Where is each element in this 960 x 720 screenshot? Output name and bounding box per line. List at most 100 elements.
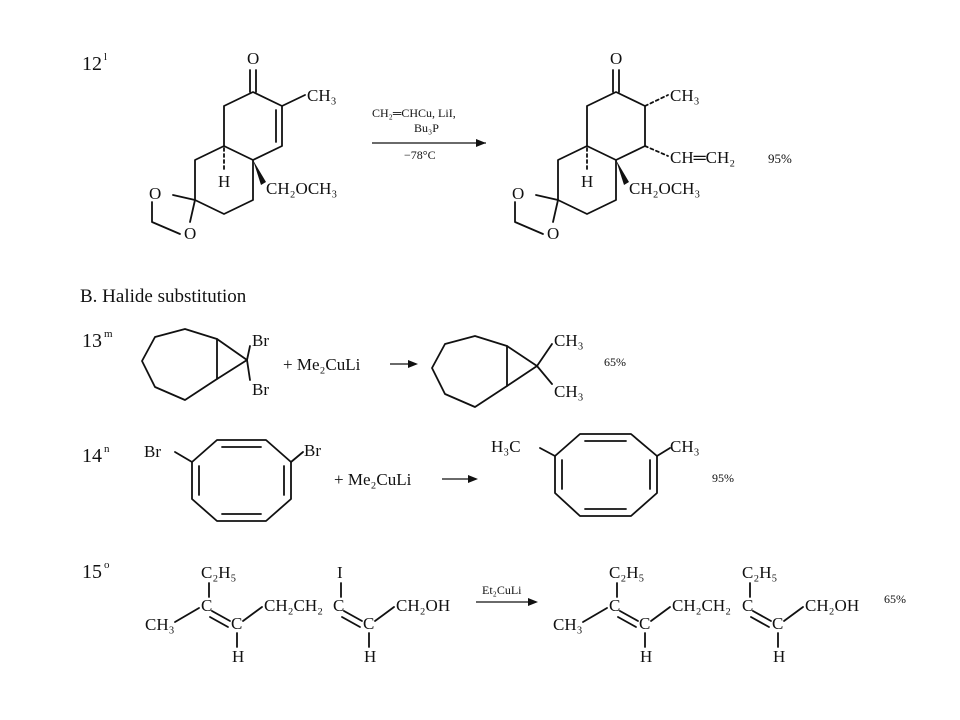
entry-14-reference: n — [104, 443, 110, 455]
acetal-ring — [194, 145, 254, 215]
chain-label: CH₂CH₂ — [672, 596, 731, 615]
entry-15-starting-material: C₂H₅ C CH₃ C H CH₂CH₂ C I C H CH₂OH — [145, 563, 450, 666]
bond — [281, 94, 306, 107]
acetal-oxygen-1-label: O — [512, 184, 524, 203]
entry-15-number: 15 — [82, 561, 102, 583]
methyl-right-label: CH₃ — [670, 437, 700, 456]
entry-12-number: 12 — [82, 53, 102, 75]
double-bond — [211, 610, 231, 622]
enone-ring — [223, 91, 283, 161]
cyclopropane-ring — [506, 345, 538, 387]
reagent-line-3: −78°C — [404, 148, 436, 162]
bond — [582, 607, 608, 623]
bond — [650, 606, 671, 622]
entry-13-reference: m — [104, 328, 113, 340]
entry-13: 13 m Br Br + Me₂CuLi CH₃ CH₃ 65% — [82, 328, 626, 408]
cyclohexane-ring — [141, 328, 218, 401]
ethyl-label: C₂H₅ — [609, 563, 645, 582]
entry-13-reagent: + Me₂CuLi — [283, 355, 361, 374]
bond — [172, 194, 196, 201]
ring-fusion-h-label: H — [218, 172, 230, 191]
ketone-oxygen-label: O — [247, 49, 259, 68]
methyl-label: CH₃ — [553, 615, 583, 634]
entry-13-starting-material: Br Br — [141, 328, 269, 401]
bond — [535, 194, 559, 201]
cyclohexane-ring — [431, 335, 508, 408]
cyclohexanone-ring — [586, 91, 646, 161]
entry-15-product: C₂H₅ C CH₃ C H CH₂CH₂ C₂H₅ C C H CH₂OH — [553, 563, 859, 666]
methyl-label: CH₃ — [307, 86, 337, 105]
carbon-label: C — [363, 614, 374, 633]
methyl-2-label: CH₃ — [554, 382, 584, 401]
reagent-line-1: CH₂═CHCu, LiI, — [372, 106, 456, 120]
methoxymethyl-label: CH₂OCH₃ — [266, 179, 337, 198]
entry-14-reagent: + Me₂CuLi — [334, 470, 412, 489]
entry-15: 15 o C₂H₅ C CH₃ C H CH₂CH₂ C I C H CH₂OH — [82, 559, 906, 666]
arrowhead — [408, 360, 418, 368]
carbon-label: C — [639, 614, 650, 633]
entry-15-reagent: Et₂CuLi — [482, 583, 522, 597]
arrowhead — [476, 139, 486, 147]
double-bond — [750, 616, 770, 628]
chain-label: CH₂CH₂ — [264, 596, 323, 615]
entry-13-product: CH₃ CH₃ — [431, 331, 584, 408]
hydroxymethyl-label: CH₂OH — [805, 596, 859, 615]
wedge-bond — [253, 160, 266, 185]
bond — [246, 359, 251, 381]
cyclooctatetraene-ring — [554, 433, 658, 517]
bond — [174, 607, 200, 623]
bond — [374, 606, 395, 622]
ethyl-label: C₂H₅ — [742, 563, 778, 582]
hashed-bond — [644, 145, 669, 157]
entry-13-number: 13 — [82, 330, 102, 352]
bond — [189, 199, 196, 223]
double-bond — [617, 616, 637, 628]
arrowhead — [528, 598, 538, 606]
entry-12-starting-material: O CH₃ H CH₂OCH₃ O O — [149, 49, 337, 243]
entry-12-reference: l — [104, 51, 107, 63]
entry-14-starting-material: Br Br — [144, 439, 321, 522]
bromine-2-label: Br — [252, 380, 269, 399]
carbon-label: C — [333, 596, 344, 615]
double-bond — [343, 610, 363, 622]
hashed-bond — [644, 94, 669, 107]
cyclopropane-ring — [216, 338, 248, 380]
acetal-oxygen-2-label: O — [547, 224, 559, 243]
methyl-label: CH₃ — [145, 615, 175, 634]
entry-14-number: 14 — [82, 445, 102, 467]
entry-12-product: O CH₃ CH═CH₂ H CH₂OCH₃ O O — [512, 49, 735, 243]
cyclooctatetraene-ring — [191, 439, 292, 522]
iodine-label: I — [337, 563, 343, 582]
vinyl-label: CH═CH₂ — [670, 148, 735, 167]
entry-14: 14 n Br Br + Me₂CuLi H₃C CH₃ 95% — [82, 433, 734, 522]
entry-14-product: H₃C CH₃ — [491, 433, 700, 517]
acetal-oxygen-2-label: O — [184, 224, 196, 243]
double-bond — [619, 610, 639, 622]
ketone-oxygen-label: O — [610, 49, 622, 68]
double-bond — [752, 610, 772, 622]
acetal-oxygen-1-label: O — [149, 184, 161, 203]
carbon-label: C — [609, 596, 620, 615]
bromine-left-label: Br — [144, 442, 161, 461]
bond — [242, 606, 263, 622]
double-bond — [341, 616, 361, 628]
bromine-right-label: Br — [304, 441, 321, 460]
entry-15-yield: 65% — [884, 592, 906, 606]
carbon-label: C — [742, 596, 753, 615]
methoxymethyl-label: CH₂OCH₃ — [629, 179, 700, 198]
hydrogen-label: H — [640, 647, 652, 666]
entry-12-conditions: CH₂═CHCu, LiI, Bu₃P −78°C — [372, 106, 486, 162]
bond — [536, 343, 553, 367]
arrowhead — [468, 475, 478, 483]
bromine-1-label: Br — [252, 331, 269, 350]
wedge-bond — [616, 160, 629, 185]
hydrogen-label: H — [364, 647, 376, 666]
hydrogen-label: H — [773, 647, 785, 666]
ethylene-bridge — [514, 201, 544, 235]
bond — [783, 606, 804, 622]
entry-12: 12 l O CH₃ H CH₂OCH₃ O O CH₂═ — [82, 49, 792, 243]
ring-fusion-h-label: H — [581, 172, 593, 191]
methyl-left-label: H₃C — [491, 437, 521, 456]
entry-14-yield: 95% — [712, 471, 734, 485]
methyl-label: CH₃ — [670, 86, 700, 105]
